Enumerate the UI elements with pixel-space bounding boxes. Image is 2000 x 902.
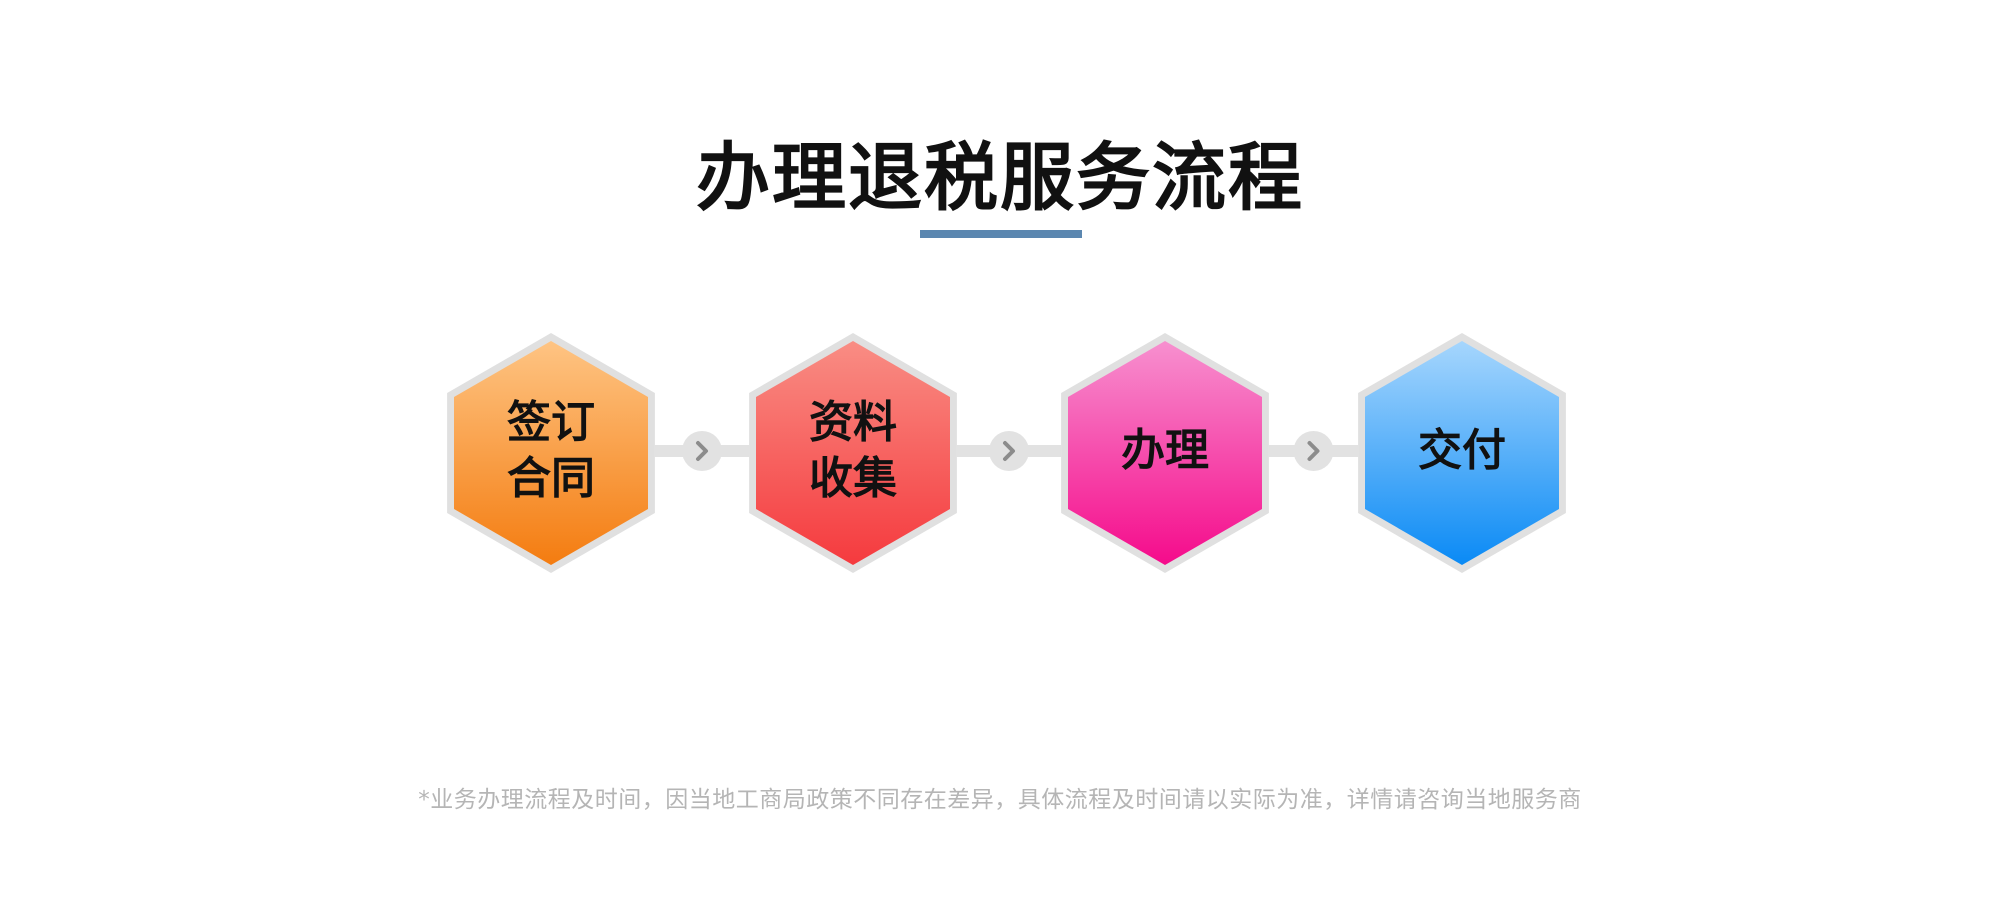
step-hexagon-3 <box>1061 333 1269 573</box>
hexagon-fill <box>756 341 950 565</box>
step-hexagon-1 <box>447 333 655 573</box>
step-label-1: 签订 合同 <box>507 397 595 504</box>
step-label-2: 资料 收集 <box>809 397 897 504</box>
hexagon-fill <box>1068 341 1262 565</box>
step-label-4: 交付 <box>1418 425 1506 476</box>
footnote-disclaimer: *业务办理流程及时间，因当地工商局政策不同存在差异，具体流程及时间请以实际为准，… <box>418 787 1582 813</box>
chevron-right-icon <box>696 441 708 461</box>
chevron-right-icon <box>1307 441 1320 461</box>
page-title: 办理退税服务流程 <box>696 135 1304 221</box>
title-underline <box>920 230 1082 238</box>
step-label-3: 办理 <box>1121 425 1209 476</box>
connector-node <box>989 431 1029 471</box>
connector-node <box>1293 431 1334 471</box>
hexagon-fill <box>454 341 648 565</box>
chevron-right-icon <box>1003 441 1015 461</box>
step-hexagon-2 <box>749 333 957 573</box>
hexagon-fill <box>1365 341 1559 565</box>
step-hexagon-4 <box>1358 333 1566 573</box>
connector-node <box>682 431 722 471</box>
